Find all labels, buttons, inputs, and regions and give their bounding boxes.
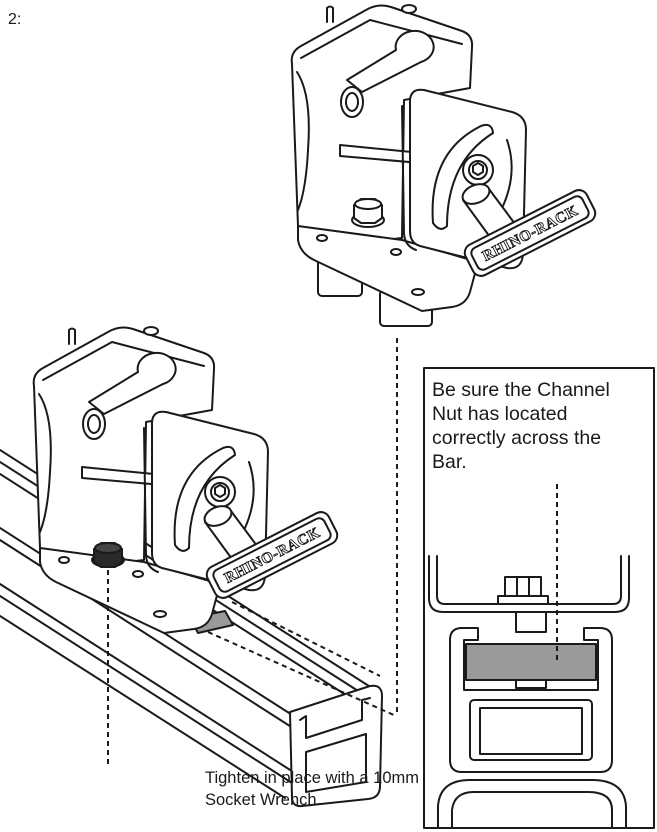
step-number: 2:: [8, 11, 22, 28]
top-base-bolt-icon: [351, 198, 385, 228]
bar-foot-outline: [437, 779, 627, 829]
bolt-head: [504, 576, 542, 597]
bracket-base-plate: [297, 225, 479, 312]
tighten-instruction: Tighten in place with a 10mm Socket Wren…: [205, 767, 420, 811]
locating-pin: [326, 5, 334, 23]
callout-line: Bar.: [432, 451, 467, 473]
channel-leader-line-2: [231, 601, 381, 677]
leader-lines: [107, 338, 398, 764]
bracket-top-slot: [346, 29, 435, 93]
hex-bolt-10mm-icon: [91, 542, 125, 568]
top-hole: [401, 4, 417, 14]
channel-nut: [465, 643, 597, 681]
allen-bolt-icon: [462, 154, 494, 186]
adjust-slot: [431, 123, 494, 230]
callout-line: Nut has located: [432, 403, 568, 425]
rail-end-profile: [289, 684, 383, 808]
instruction-line: Tighten in place with a 10mm: [205, 769, 419, 787]
bottom-bracket: [32, 326, 342, 634]
callout-line: Be sure the Channel: [432, 379, 610, 401]
callout-line: correctly across the: [432, 427, 602, 449]
channel-leader-line: [207, 631, 397, 717]
top-bracket: RHINO-RACK: [290, 4, 597, 312]
bolt-washer: [497, 595, 549, 605]
callout-note: Be sure the Channel Nut has located corr…: [432, 378, 648, 474]
cross-section-view: [428, 484, 630, 829]
instruction-line: Socket Wrench.: [205, 791, 322, 809]
